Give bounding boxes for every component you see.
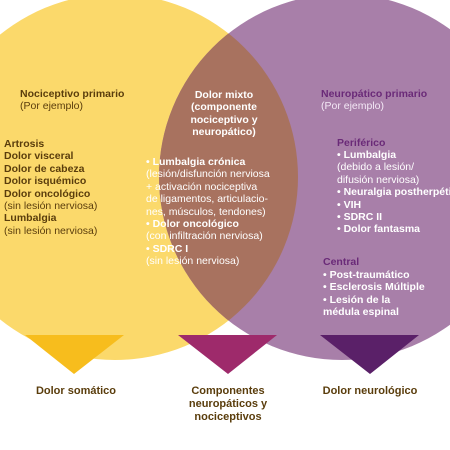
- nociceptive-subtitle: (Por ejemplo): [20, 100, 84, 113]
- peripheral-item: • Neuralgia postherpética: [337, 186, 450, 199]
- mixed-footer-line: Componentes: [191, 385, 265, 397]
- mixed-title-line: (componente: [191, 101, 257, 114]
- mixed-list: • Lumbalgia crónica(lesión/disfunción ne…: [146, 156, 270, 268]
- nociceptive-item: Dolor oncológico: [4, 187, 91, 200]
- mixed-item: • Lumbalgia crónica: [146, 156, 246, 168]
- mixed-item: • SDRC I: [146, 242, 189, 255]
- peripheral-item: • Dolor fantasma: [337, 223, 421, 236]
- peripheral-list: • Lumbalgia(debido a lesión/difusión ner…: [337, 149, 450, 236]
- central-item: • Esclerosis Múltiple: [323, 281, 425, 294]
- central-title: Central: [323, 256, 360, 268]
- neurological-arrow: [320, 335, 419, 374]
- mixed-item: nes, músculos, tendones): [146, 205, 266, 218]
- peripheral-item: difusión nerviosa): [337, 173, 420, 186]
- nociceptive-item: (sin lesión nerviosa): [4, 224, 98, 237]
- mixed-item: + activación nociceptiva: [146, 180, 258, 193]
- neuropathic-subtitle: (Por ejemplo): [321, 100, 385, 113]
- mixed-item: (sin lesión nerviosa): [146, 255, 240, 268]
- mixed-item: • Dolor oncológico: [146, 218, 239, 231]
- nociceptive-title: Nociceptivo primario: [20, 88, 125, 100]
- mixed-footer-line: neuropáticos y: [188, 398, 268, 410]
- mixed-title-line: Dolor mixto: [194, 89, 254, 101]
- nociceptive-item: Dolor isquémico: [4, 175, 87, 188]
- mixed-title-line: neuropático): [192, 126, 256, 139]
- peripheral-item: • SDRC II: [337, 211, 383, 224]
- somatic-arrow: [25, 335, 124, 374]
- mixed-footer-line: nociceptivos: [194, 411, 262, 423]
- mixed-item: de ligamentos, articulacio-: [146, 193, 268, 206]
- mixed-overlap: [159, 0, 298, 360]
- central-list: • Post-traumático• Esclerosis Múltiple• …: [323, 269, 425, 319]
- peripheral-item: • VIH: [337, 198, 362, 211]
- central-item: • Lesión de la: [323, 293, 391, 306]
- neuropathic-title: Neuropático primario: [321, 88, 428, 100]
- mixed-item: (con infiltración nerviosa): [146, 230, 263, 243]
- mixed-arrow: [178, 335, 277, 374]
- peripheral-item: • Lumbalgia: [337, 149, 397, 161]
- mixed-title-line: nociceptivo y: [190, 113, 258, 126]
- central-item: médula espinal: [323, 306, 399, 319]
- nociceptive-item: Artrosis: [4, 138, 45, 150]
- nociceptive-item: Dolor de cabeza: [4, 162, 85, 175]
- mixed-item: (lesión/disfunción nerviosa: [146, 168, 270, 181]
- nociceptive-section: Nociceptivo primario (Por ejemplo): [20, 88, 124, 113]
- neuropathic-section: Neuropático primario (Por ejemplo): [321, 88, 427, 113]
- peripheral-title: Periférico: [337, 137, 386, 149]
- nociceptive-item: (sin lesión nerviosa): [4, 200, 98, 213]
- neurological-label: Dolor neurológico: [322, 385, 418, 397]
- nociceptive-item: Lumbalgia: [4, 212, 57, 225]
- nociceptive-item: Dolor visceral: [4, 150, 74, 163]
- peripheral-item: (debido a lesión/: [337, 161, 415, 174]
- central-item: • Post-traumático: [323, 269, 410, 281]
- somatic-label: Dolor somático: [35, 385, 117, 397]
